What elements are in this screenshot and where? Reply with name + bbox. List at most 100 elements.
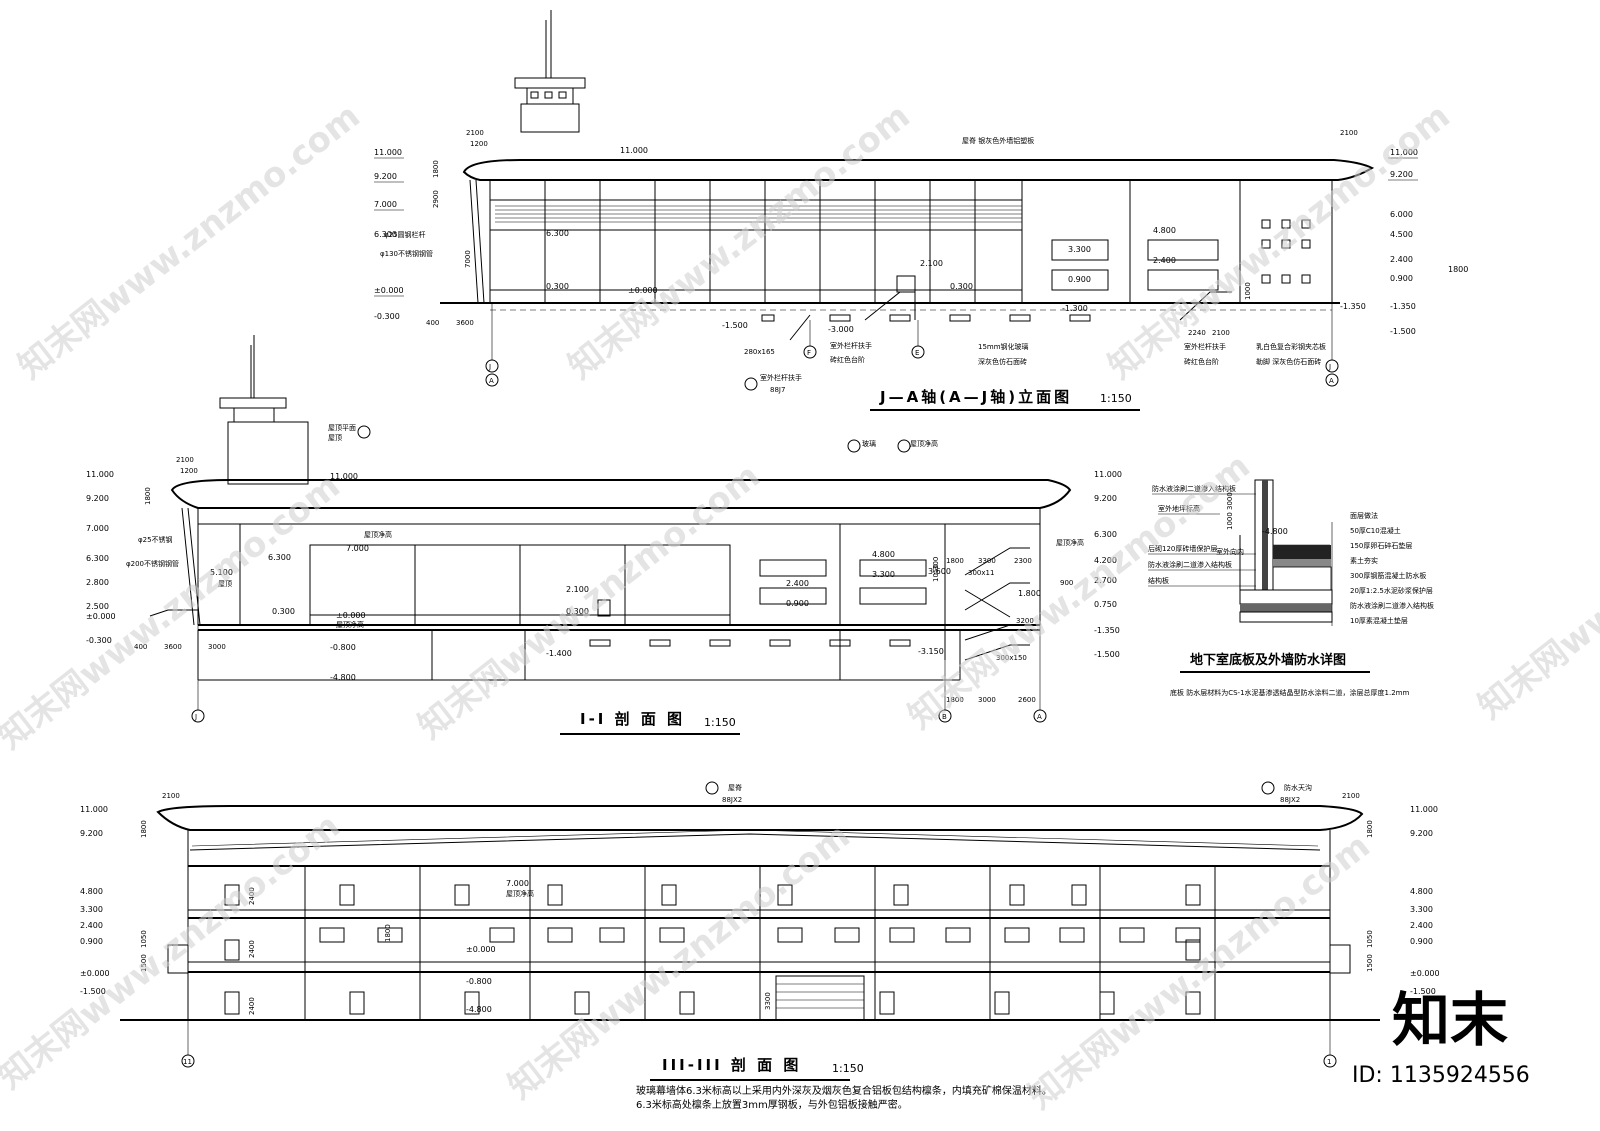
svg-text:3300: 3300 — [764, 992, 772, 1010]
svg-text:2400: 2400 — [248, 940, 256, 958]
svg-text:2240: 2240 — [1188, 329, 1206, 337]
svg-text:2400: 2400 — [248, 887, 256, 905]
svg-text:50厚C10混凝土: 50厚C10混凝土 — [1350, 526, 1401, 535]
svg-text:2.800: 2.800 — [86, 578, 109, 587]
svg-text:7.000: 7.000 — [374, 200, 397, 209]
svg-text:知末网www.znzmo.com: 知末网www.znzmo.com — [1471, 436, 1600, 727]
svg-text:10厚素混凝土垫层: 10厚素混凝土垫层 — [1350, 616, 1408, 625]
svg-text:0.300: 0.300 — [566, 607, 589, 616]
svg-text:3000: 3000 — [1226, 492, 1234, 510]
svg-text:1050: 1050 — [140, 930, 148, 948]
svg-text:3600: 3600 — [164, 643, 182, 651]
svg-text:-1.500: -1.500 — [1410, 987, 1436, 996]
svg-text:E: E — [915, 349, 919, 357]
svg-text:300厚钢筋混凝土防水板: 300厚钢筋混凝土防水板 — [1350, 571, 1426, 580]
svg-text:1000: 1000 — [1226, 512, 1234, 530]
svg-text:6.300: 6.300 — [86, 554, 109, 563]
svg-text:-3.000: -3.000 — [828, 325, 854, 334]
svg-text:11: 11 — [183, 1058, 192, 1066]
id-watermark: ID: 1135924556 — [1352, 1063, 1530, 1088]
axis-markers-elevation: J A F E J A — [485, 303, 1339, 391]
svg-text:11.000: 11.000 — [374, 148, 402, 157]
svg-text:0.900: 0.900 — [1410, 937, 1433, 946]
svg-text:1050: 1050 — [932, 564, 940, 582]
svg-text:0.300: 0.300 — [950, 282, 973, 291]
svg-text:结构板: 结构板 — [1148, 576, 1169, 585]
svg-text:防水液涂刷二道渗入结构板: 防水液涂刷二道渗入结构板 — [1148, 560, 1232, 569]
svg-text:4.800: 4.800 — [872, 550, 895, 559]
svg-text:2100: 2100 — [162, 792, 180, 800]
svg-text:室外栏杆扶手: 室外栏杆扶手 — [760, 373, 802, 382]
svg-text:勒脚 深灰色仿石面砖: 勒脚 深灰色仿石面砖 — [1256, 357, 1321, 366]
svg-text:φ25圆钢栏杆: φ25圆钢栏杆 — [384, 230, 426, 239]
svg-text:屋脊: 屋脊 — [728, 783, 742, 792]
svg-text:1800: 1800 — [140, 820, 148, 838]
svg-text:3200: 3200 — [1016, 617, 1034, 625]
svg-text:屋顶: 屋顶 — [218, 580, 232, 588]
svg-text:-3.150: -3.150 — [918, 647, 944, 656]
svg-text:φ130不锈钢钢管: φ130不锈钢钢管 — [380, 249, 433, 258]
svg-text:0.900: 0.900 — [1390, 274, 1413, 283]
svg-text:400: 400 — [134, 643, 147, 651]
section-1-drawing: J B A 11.000 9.200 7.000 6.300 2.800 2.5… — [86, 335, 1122, 735]
svg-text:3.300: 3.300 — [872, 570, 895, 579]
svg-text:防水天沟: 防水天沟 — [1284, 783, 1312, 792]
svg-text:2400: 2400 — [248, 997, 256, 1015]
svg-text:φ200不锈钢钢管: φ200不锈钢钢管 — [126, 559, 179, 568]
svg-text:砖红色台阶: 砖红色台阶 — [830, 355, 865, 364]
detail-left-labels: 防水液涂刷二道渗入结构板 室外地坪标高 后砌120厚砖墙保护层 防水液涂刷二道渗… — [1148, 484, 1256, 587]
svg-text:防水液涂刷二道渗入结构板: 防水液涂刷二道渗入结构板 — [1152, 484, 1236, 493]
svg-text:400: 400 — [426, 319, 439, 327]
svg-text:7000: 7000 — [464, 250, 472, 268]
detail-note: 底板 防水层材料为CS-1水泥基渗透结晶型防水涂料二道，涂层总厚度1.2mm — [1170, 688, 1409, 697]
svg-text:-0.800: -0.800 — [330, 643, 356, 652]
detail-hatching — [1272, 544, 1332, 591]
elevation-scale: 1:150 — [1100, 392, 1132, 405]
svg-text:4.500: 4.500 — [1390, 230, 1413, 239]
svg-text:2100: 2100 — [466, 129, 484, 137]
elevation-drawing: J A F E J A 11.000 9.200 7.000 6.300 ±0.… — [374, 10, 1468, 411]
svg-text:1800: 1800 — [144, 487, 152, 505]
svg-text:2100: 2100 — [1342, 792, 1360, 800]
svg-text:4.800: 4.800 — [1153, 226, 1176, 235]
svg-text:屋顶净高: 屋顶净高 — [910, 439, 938, 448]
svg-text:300x11: 300x11 — [968, 569, 994, 577]
svg-text:300: 300 — [932, 557, 940, 570]
svg-text:2.400: 2.400 — [80, 921, 103, 930]
section-1-scale: 1:150 — [704, 716, 736, 729]
svg-text:2.500: 2.500 — [86, 602, 109, 611]
svg-text:防水液涂刷二道渗入结构板: 防水液涂刷二道渗入结构板 — [1350, 601, 1434, 610]
svg-text:1.800: 1.800 — [1018, 589, 1041, 598]
section-3-note-1: 玻璃幕墙体6.3米标高以上采用内外深灰及烟灰色复合铝板包结构檩条，内填充矿棉保温… — [636, 1084, 1052, 1097]
svg-text:6.300: 6.300 — [374, 230, 397, 239]
svg-text:A: A — [1329, 377, 1334, 385]
svg-text:J: J — [488, 363, 491, 371]
svg-text:7.000: 7.000 — [346, 544, 369, 553]
svg-text:屋顶平面: 屋顶平面 — [328, 424, 356, 432]
svg-text:9.200: 9.200 — [86, 494, 109, 503]
svg-text:-4.800: -4.800 — [466, 1005, 492, 1014]
svg-text:2.400: 2.400 — [1410, 921, 1433, 930]
svg-text:3.300: 3.300 — [1410, 905, 1433, 914]
svg-text:1500: 1500 — [1366, 954, 1374, 972]
svg-text:屋顶净高: 屋顶净高 — [1056, 538, 1084, 547]
detail-title: 地下室底板及外墙防水详图 — [1190, 652, 1346, 668]
svg-text:11.000: 11.000 — [1094, 470, 1122, 479]
logo-watermark: 知末 — [1392, 986, 1508, 1054]
svg-text:屋脊 银灰色外墙铝塑板: 屋脊 银灰色外墙铝塑板 — [962, 136, 1034, 145]
svg-text:11.000: 11.000 — [86, 470, 114, 479]
svg-text:88J7: 88J7 — [770, 386, 785, 394]
svg-text:7.000: 7.000 — [86, 524, 109, 533]
levels-left-section-3: 11.000 9.200 4.800 3.300 2.400 0.900 ±0.… — [80, 805, 110, 996]
svg-text:3.300: 3.300 — [1068, 245, 1091, 254]
levels-right-section-3: 11.000 9.200 4.800 3.300 2.400 0.900 ±0.… — [1410, 805, 1440, 996]
svg-text:2.700: 2.700 — [1094, 576, 1117, 585]
svg-text:1200: 1200 — [470, 140, 488, 148]
svg-text:J: J — [194, 713, 197, 721]
section-3-title: III-III 剖 面 图 — [662, 1056, 801, 1074]
svg-text:3600: 3600 — [456, 319, 474, 327]
svg-text:后砌120厚砖墙保护层: 后砌120厚砖墙保护层 — [1148, 544, 1217, 553]
svg-text:0.900: 0.900 — [786, 599, 809, 608]
svg-text:11.000: 11.000 — [330, 472, 358, 481]
